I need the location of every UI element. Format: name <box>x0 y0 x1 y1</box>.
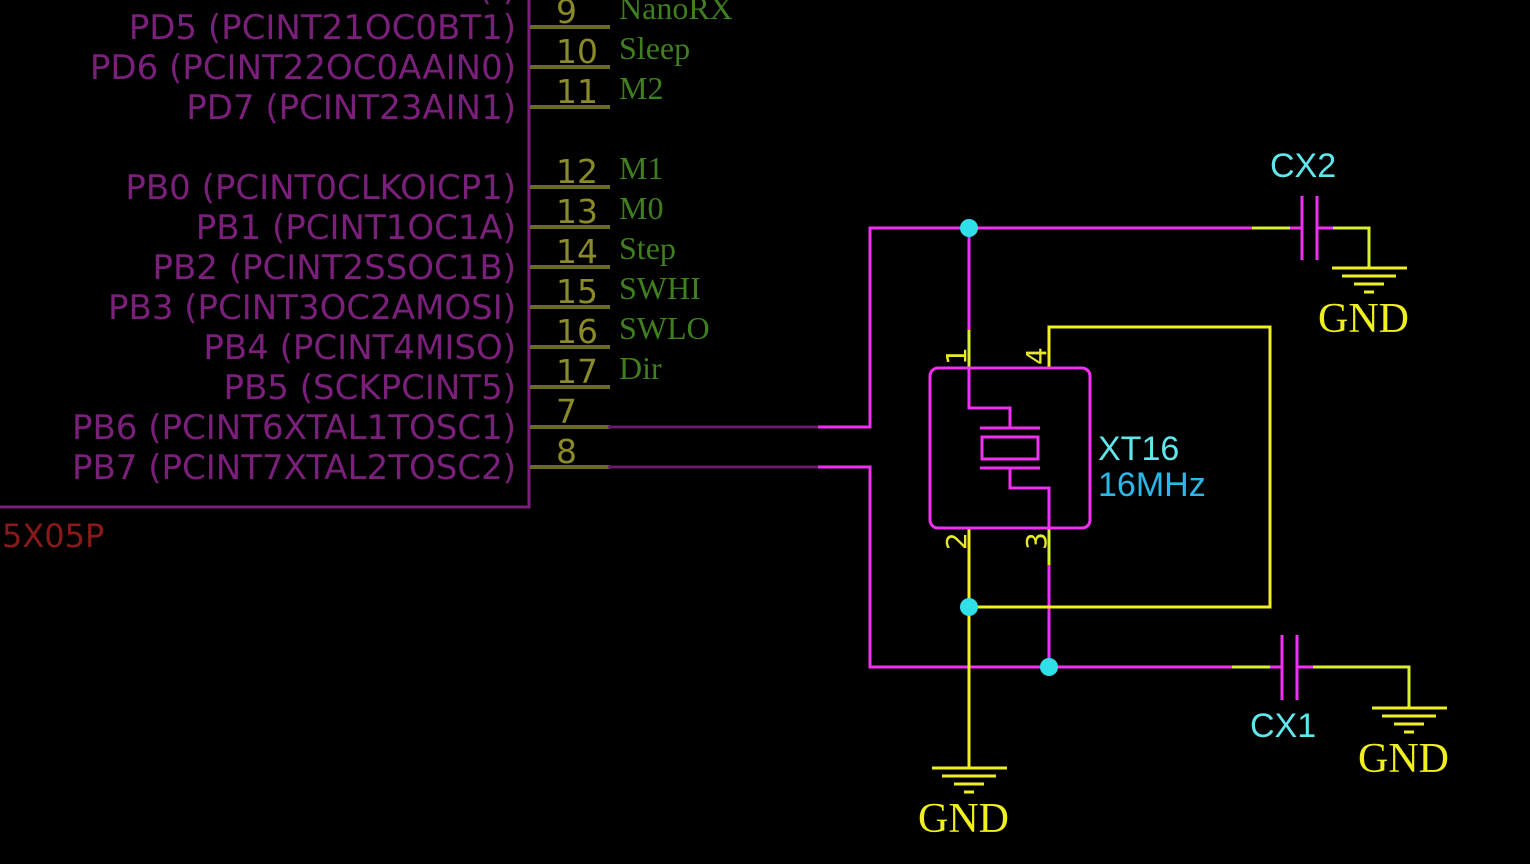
gnd-label: GND <box>1358 736 1449 782</box>
gnd-label: GND <box>918 796 1009 842</box>
junction-dot <box>960 598 978 616</box>
pin-name: PB3 (PCINT3OC2AMOSI) <box>108 288 516 328</box>
crystal-value: 16MHz <box>1098 466 1206 504</box>
net-label[interactable]: SWHI <box>619 270 701 306</box>
pin-name: PB0 (PCINT0CLKOICP1) <box>125 168 516 208</box>
pin-number: 7 <box>556 392 577 431</box>
wire-xtal-pin4-gnd <box>969 325 1272 609</box>
net-label[interactable]: Sleep <box>619 30 690 66</box>
net-label[interactable]: Dir <box>619 350 662 386</box>
mcu-pins: PD5 (PCINT21OC0BT1) 9 NanoRX PD6 (PCINT22OC… <box>72 0 733 488</box>
pin-name: PB4 (PCINT4MISO) <box>203 328 516 368</box>
net-label[interactable]: SWLO <box>619 310 710 346</box>
gnd-label: GND <box>1318 296 1409 342</box>
gnd-symbol-cx2[interactable]: GND <box>1318 266 1409 342</box>
net-label[interactable]: NanoRX <box>619 0 733 26</box>
wire-xtal1 <box>818 226 1252 429</box>
crystal-pin4-number: 4 <box>1020 347 1053 365</box>
pin-name: PB6 (PCINT6XTAL1TOSC1) <box>72 408 516 448</box>
crystal-pin1-number: 1 <box>940 347 973 365</box>
capacitor-cx2[interactable]: CX2 <box>1252 147 1371 268</box>
junction-dot <box>1040 658 1058 676</box>
gnd-symbol-cx1[interactable]: GND <box>1358 706 1449 782</box>
pin-name: PB7 (PCINT7XTAL2TOSC2) <box>72 448 516 488</box>
capacitor-cx1[interactable]: CX1 <box>1232 635 1411 745</box>
pin-number: 10 <box>556 32 598 71</box>
net-label[interactable]: Step <box>619 230 676 266</box>
cx1-refdes: CX1 <box>1250 707 1316 745</box>
gnd-symbol-xtal[interactable]: GND <box>918 766 1009 842</box>
mcu-symbol[interactable]: 5X05P <box>0 0 531 555</box>
net-label[interactable]: M1 <box>619 150 663 186</box>
crystal-pin3-number: 3 <box>1020 532 1053 550</box>
crystal-element-icon <box>980 435 1040 461</box>
net-label[interactable]: M2 <box>619 70 663 106</box>
pin-name: PD6 (PCINT22OC0AAIN0) <box>90 48 516 88</box>
crystal-lead-bottom <box>1008 468 1051 528</box>
crystal-lead-top <box>967 368 1012 428</box>
pin-name: PB1 (PCINT1OC1A) <box>196 208 516 248</box>
crystal-refdes: XT16 <box>1098 430 1179 468</box>
pin-name: PB2 (PCINT2SSOC1B) <box>152 248 516 288</box>
pin-number: 12 <box>556 152 598 191</box>
pin-name: PB5 (SCKPCINT5) <box>223 368 516 408</box>
cx1-lead-right <box>1313 665 1411 708</box>
pin-name: PD7 (PCINT23AIN1) <box>186 88 516 128</box>
pin-number: 9 <box>556 0 577 31</box>
pin-number: 13 <box>556 192 598 231</box>
mcu-part-name: 5X05P <box>2 517 104 555</box>
pin-number: 16 <box>556 312 598 351</box>
pin-number: 17 <box>556 352 598 391</box>
pin-name: PD5 (PCINT21OC0BT1) <box>129 8 516 48</box>
pin-name-cut: ( ) <box>479 0 516 9</box>
pin-number: 8 <box>556 432 577 471</box>
pin-number: 14 <box>556 232 598 271</box>
pin-number: 15 <box>556 272 598 311</box>
crystal-pin2-number: 2 <box>940 532 973 550</box>
cx2-lead-right <box>1333 226 1371 268</box>
junction-dot <box>960 219 978 237</box>
pin-number: 11 <box>556 72 598 111</box>
cx2-refdes: CX2 <box>1270 147 1336 185</box>
crystal-xt16[interactable]: 1 2 3 4 XT16 16MHz <box>928 347 1206 550</box>
net-label[interactable]: M0 <box>619 190 663 226</box>
crystal-body <box>928 366 1092 530</box>
